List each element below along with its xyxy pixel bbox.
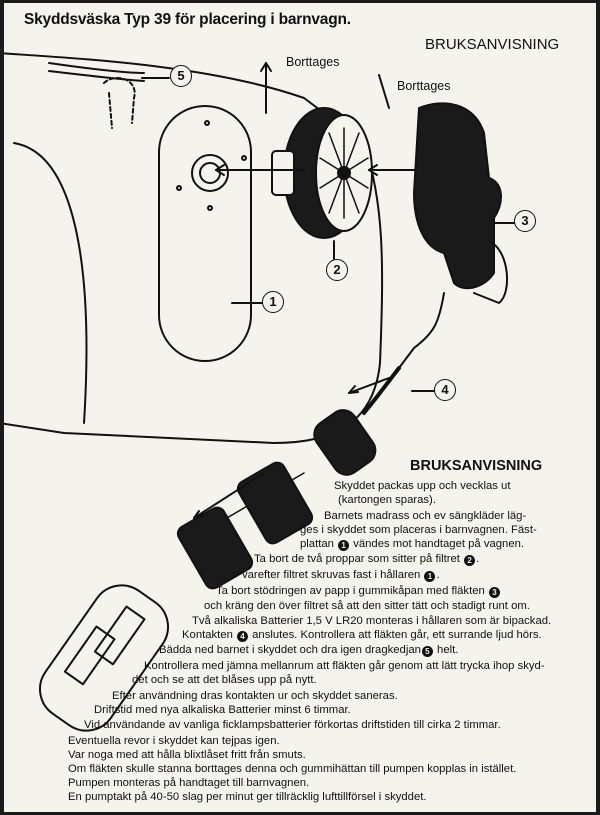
ref-marker-5: 5 [421, 646, 433, 657]
remove-label-plug: Borttages [397, 79, 451, 93]
instruction-line: Barnets madrass och ev sängkläder läg- [324, 510, 527, 522]
fan-cover [413, 102, 502, 290]
page-title: Skyddsväska Typ 39 för placering i barnv… [24, 11, 351, 28]
instructions-heading: BRUKSANVISNING [410, 458, 543, 474]
instruction-line: varefter filtret skruvas fast i hållaren… [242, 569, 440, 582]
instruction-line: Vid användande av vanliga ficklampsbatte… [84, 719, 501, 731]
instruction-line: det och se att det blåses upp på nytt. [132, 674, 317, 686]
instruction-line: Pumpen monteras på handtaget till barnva… [68, 777, 310, 789]
instruction-line: Ta bort de två proppar som sitter på fil… [254, 553, 480, 566]
instruction-line: Eventuella revor i skyddet kan tejpas ig… [68, 735, 280, 747]
instruction-line: och kräng den över filtret så att den si… [204, 600, 530, 612]
ref-marker-1: 1 [338, 540, 350, 551]
instruction-line: Kontakten 4 anslutes. Kontrollera att fl… [182, 629, 542, 642]
plug [362, 366, 401, 415]
instruction-line: Bädda ned barnet i skyddet och dra igen … [159, 644, 459, 657]
callout-5: 5 [170, 65, 192, 87]
instruction-line: (kartongen sparas). [338, 494, 436, 506]
brand-label: BRUKSANVISNING [425, 36, 560, 53]
remove-label-cap: Borttages [286, 55, 340, 69]
instruction-sheet: Skyddsväska Typ 39 för placering i barnv… [4, 3, 596, 812]
instruction-line: Var noga med att hålla blixtlåset fritt … [68, 749, 306, 761]
ref-marker-2: 2 [464, 555, 476, 566]
front-plate [158, 105, 252, 362]
callout-1: 1 [262, 291, 284, 313]
instruction-line: ges i skyddet som placeras i barnvagnen.… [300, 524, 537, 536]
ref-marker-1: 1 [424, 571, 436, 582]
callout-3: 3 [514, 210, 536, 232]
ref-marker-3: 3 [488, 587, 500, 598]
assembly-illustration [4, 52, 515, 732]
instruction-line: Efter användning dras kontakten ur och s… [112, 690, 398, 702]
instruction-line: Om fläkten skulle stanna borttages denna… [68, 763, 517, 775]
instruction-line: Ta bort stödringen av papp i gummikåpan … [216, 584, 501, 598]
instruction-line: Skyddet packas upp och vecklas ut [334, 480, 511, 492]
instruction-line: En pumptakt på 40-50 slag per minut ger … [68, 791, 427, 803]
instruction-line: plattan 1 vändes mot handtaget på vagnen… [300, 538, 525, 551]
callout-2: 2 [326, 259, 348, 281]
instruction-line: Två alkaliska Batterier 1,5 V LR20 monte… [192, 615, 552, 627]
battery [236, 461, 314, 545]
instruction-line: Driftstid med nya alkaliska Batterier mi… [94, 704, 351, 716]
callout-4: 4 [434, 379, 456, 401]
ref-marker-4: 4 [237, 631, 249, 642]
instruction-line: Kontrollera med jämna mellanrum att fläk… [144, 660, 545, 672]
